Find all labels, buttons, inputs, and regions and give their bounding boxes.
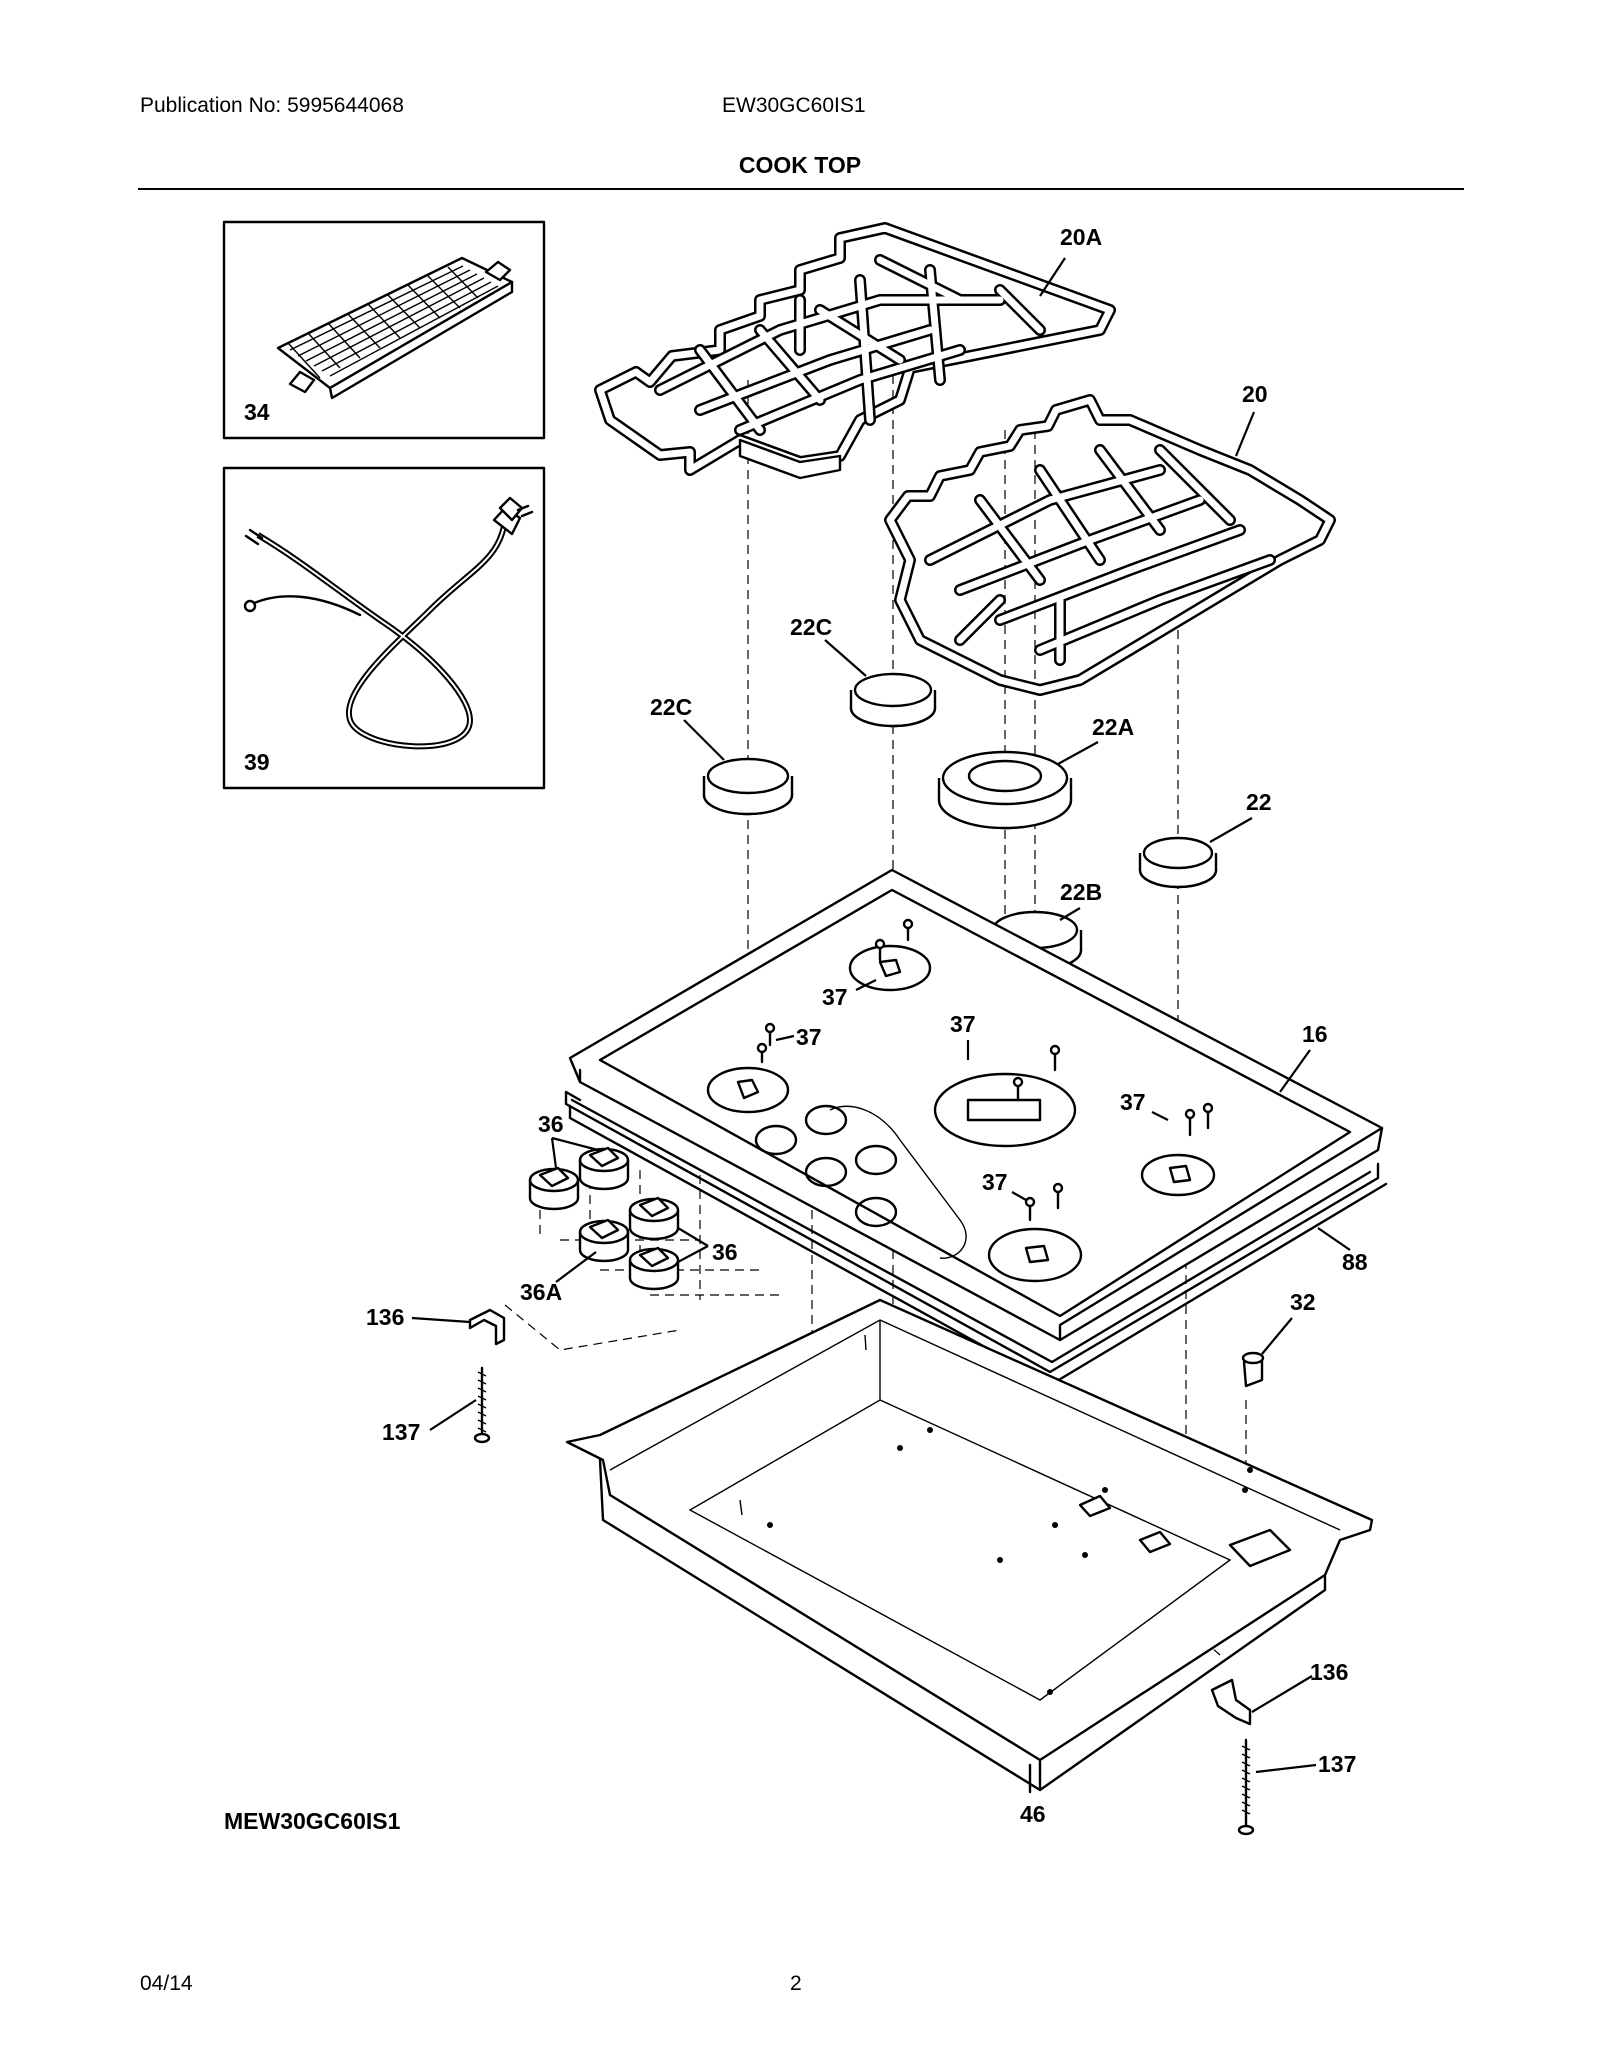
knob-1	[528, 1166, 580, 1211]
regulator: 32	[1241, 1289, 1316, 1388]
page-number: 2	[790, 1972, 802, 1995]
bracket-right: 136	[1210, 1659, 1348, 1726]
griddle-outline	[276, 256, 514, 390]
burner-port-left	[706, 1066, 790, 1114]
publication-date: 04/14	[140, 1972, 193, 1995]
bracket-left: 136	[366, 1304, 506, 1346]
label-burner-box: 46	[1020, 1801, 1046, 1827]
label-bolt-right: 137	[1318, 1751, 1356, 1777]
burner-port-right	[1140, 1153, 1216, 1197]
cap-small-left	[702, 757, 794, 816]
gasket: 88	[564, 1090, 1388, 1386]
label-cap-right: 22	[1246, 789, 1272, 815]
label-griddle: 34	[244, 399, 270, 425]
screws: 37 37 37 37 37	[756, 918, 1214, 1222]
label-screw-e: 37	[982, 1169, 1008, 1195]
label-grate-left: 20A	[1060, 224, 1102, 250]
burner-box: 46	[565, 1298, 1374, 1827]
publication-number: Publication No: 5995644068	[140, 94, 404, 117]
bolt-right: 137	[1237, 1738, 1356, 1836]
label-cap-large: 22A	[1092, 714, 1134, 740]
header-rule	[138, 188, 1464, 190]
label-screw-b: 37	[796, 1024, 822, 1050]
label-knob-b: 36	[712, 1239, 738, 1265]
label-gasket: 88	[1342, 1249, 1368, 1275]
grate-left: 20A	[594, 222, 1116, 480]
label-cap-small-left: 22C	[650, 694, 692, 720]
label-grate-right: 20	[1242, 381, 1268, 407]
cap-right	[1138, 836, 1218, 889]
label-power-cord: 39	[244, 749, 270, 775]
label-bracket-right: 136	[1310, 1659, 1348, 1685]
variant-model-label: MEW30GC60IS1	[224, 1808, 401, 1834]
label-cap-medium: 22B	[1060, 879, 1102, 905]
label-knob-c: 36A	[520, 1279, 562, 1305]
label-screw-c: 37	[950, 1011, 976, 1037]
power-cord-inset: 39	[222, 466, 546, 790]
label-bolt-left: 137	[382, 1419, 420, 1445]
knob-4	[628, 1196, 680, 1241]
cooktop: 16	[568, 868, 1384, 1342]
cap-small-rear	[849, 672, 937, 728]
model-number: EW30GC60IS1	[722, 94, 866, 117]
knob-5	[628, 1246, 680, 1291]
label-knob-a: 36	[538, 1111, 564, 1137]
knob-openings	[754, 1104, 898, 1228]
knob-3	[578, 1218, 630, 1263]
label-screw-d: 37	[1120, 1089, 1146, 1115]
label-bracket-left: 136	[366, 1304, 404, 1330]
griddle-inset: 34	[222, 220, 546, 440]
grate-right: 20	[884, 381, 1336, 696]
burner-port-front	[987, 1227, 1083, 1283]
label-regulator: 32	[1290, 1289, 1316, 1315]
bolt-left: 137	[382, 1366, 491, 1445]
label-cooktop: 16	[1302, 1021, 1328, 1047]
label-screw-a: 37	[822, 984, 848, 1010]
knobs: 36 36 36A	[520, 1111, 738, 1305]
burner-port-rear	[848, 944, 932, 992]
cap-large	[937, 750, 1073, 830]
label-cap-small-rear: 22C	[790, 614, 832, 640]
knob-2	[578, 1146, 630, 1191]
section-title: COOK TOP	[738, 152, 862, 178]
burner-port-center	[933, 1072, 1077, 1148]
